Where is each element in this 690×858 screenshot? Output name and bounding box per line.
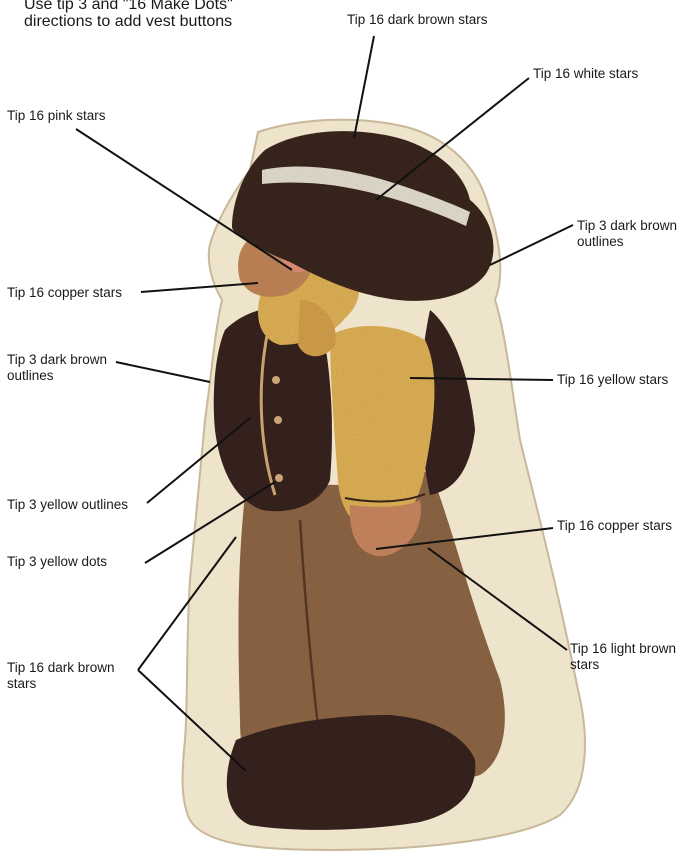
callout-hat-outline: Tip 3 dark brown outlines xyxy=(577,218,677,250)
leader-vest-outline xyxy=(116,362,210,382)
boot-region xyxy=(227,715,476,830)
callout-buttons: Tip 3 yellow dots xyxy=(7,554,107,570)
callout-pants: Tip 16 light brown stars xyxy=(570,641,676,673)
callout-vest-boots: Tip 16 dark brown stars xyxy=(7,660,115,692)
callout-pants-line1: Tip 16 light brown xyxy=(570,641,676,657)
callout-hat-outline-line1: Tip 3 dark brown xyxy=(577,218,677,234)
callout-vest-outline: Tip 3 dark brown outlines xyxy=(7,352,107,384)
callout-hat-top: Tip 16 dark brown stars xyxy=(347,12,488,28)
header-note-line1: Use tip 3 and "16 Make Dots" xyxy=(24,0,233,13)
callout-hat-band: Tip 16 white stars xyxy=(533,66,638,82)
callout-vest-trim: Tip 3 yellow outlines xyxy=(7,497,128,513)
vest-button xyxy=(272,376,280,384)
callout-vest-outline-line2: outlines xyxy=(7,368,107,384)
leader-hat-outline xyxy=(490,225,573,265)
vest-button xyxy=(275,474,283,482)
callout-hat-outline-line2: outlines xyxy=(577,234,677,250)
callout-vest-outline-line1: Tip 3 dark brown xyxy=(7,352,107,368)
callout-face-copper: Tip 16 copper stars xyxy=(7,285,122,301)
callout-face-pink: Tip 16 pink stars xyxy=(7,108,106,124)
header-note: Use tip 3 and "16 Make Dots" directions … xyxy=(24,0,233,30)
callout-vest-boots-line2: stars xyxy=(7,676,115,692)
vest-button xyxy=(274,416,282,424)
header-note-line2: directions to add vest buttons xyxy=(24,13,233,30)
callout-hand: Tip 16 copper stars xyxy=(557,518,672,534)
callout-pants-line2: stars xyxy=(570,657,676,673)
callout-sleeve: Tip 16 yellow stars xyxy=(557,372,668,388)
callout-vest-boots-line1: Tip 16 dark brown xyxy=(7,660,115,676)
